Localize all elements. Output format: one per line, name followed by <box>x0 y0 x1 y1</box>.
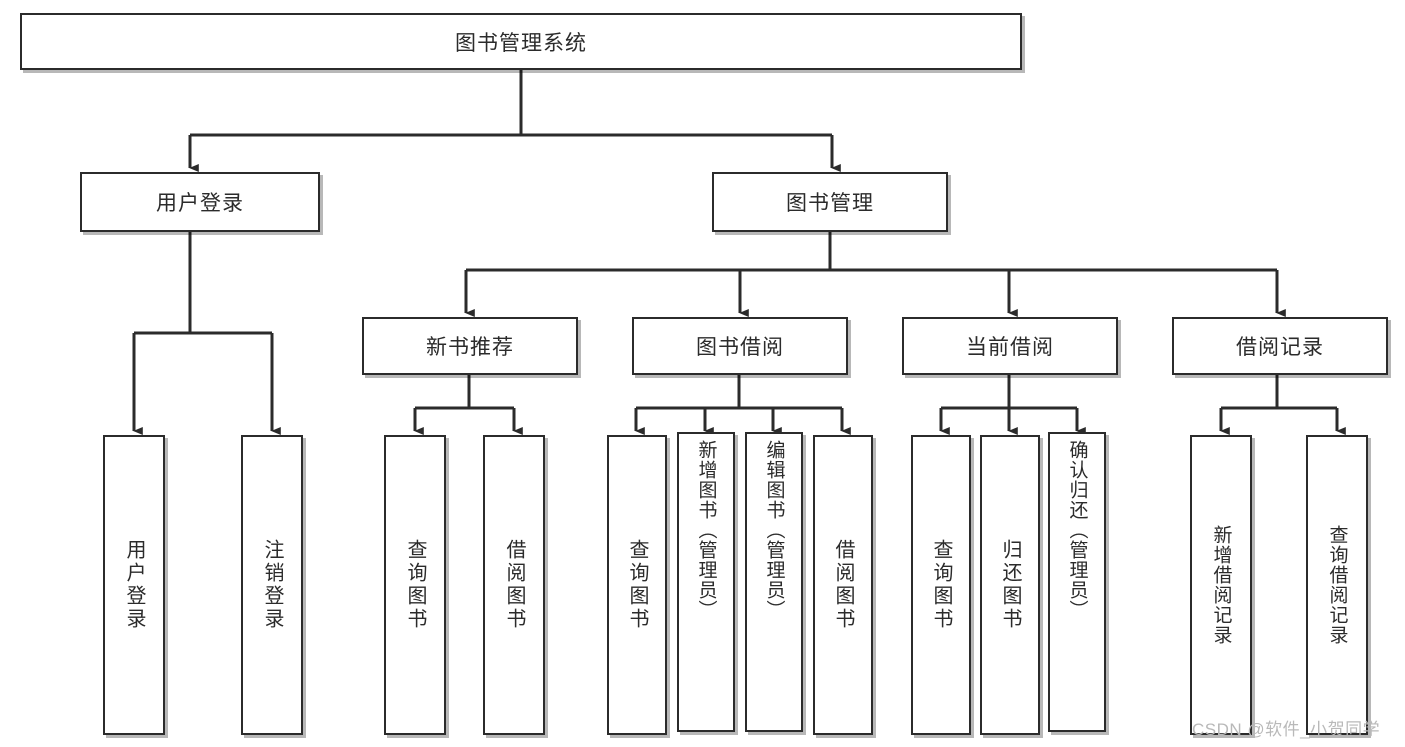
node-label: 借阅图书 <box>503 539 525 631</box>
leaf-user-login[interactable]: 用户登录 <box>103 435 165 735</box>
node-label: 查询图书 <box>930 539 952 631</box>
node-label: 用户登录 <box>156 192 244 215</box>
leaf-logout[interactable]: 注销登录 <box>241 435 303 735</box>
node-user-login[interactable]: 用户登录 <box>80 172 320 232</box>
node-label: 归还图书 <box>999 539 1021 631</box>
leaf-query-books-borrow[interactable]: 查询图书 <box>607 435 667 735</box>
node-label: 查询图书 <box>626 539 648 631</box>
leaf-return-books[interactable]: 归还图书 <box>980 435 1040 735</box>
watermark: CSDN @软件_小贺同学 <box>1192 720 1381 739</box>
node-root[interactable]: 图书管理系统 <box>20 13 1022 70</box>
node-label: 新增借阅记录 <box>1210 525 1232 645</box>
leaf-borrow-books-recommend[interactable]: 借阅图书 <box>483 435 545 735</box>
leaf-query-books-current[interactable]: 查询图书 <box>911 435 971 735</box>
node-label: 新书推荐 <box>426 336 514 359</box>
leaf-confirm-return-admin[interactable]: 确认归还（管理员） <box>1048 432 1106 732</box>
node-label: 当前借阅 <box>966 336 1054 359</box>
leaf-query-books-recommend[interactable]: 查询图书 <box>384 435 446 735</box>
node-label: 借阅记录 <box>1236 336 1324 359</box>
node-book-borrow[interactable]: 图书借阅 <box>632 317 848 375</box>
node-root-label: 图书管理系统 <box>455 31 587 55</box>
node-label: 查询图书 <box>404 539 426 631</box>
leaf-add-borrow-record[interactable]: 新增借阅记录 <box>1190 435 1252 735</box>
node-label: 用户登录 <box>123 539 145 631</box>
node-label: 确认归还（管理员） <box>1066 440 1088 620</box>
node-current-borrow[interactable]: 当前借阅 <box>902 317 1118 375</box>
leaf-edit-book-admin[interactable]: 编辑图书（管理员） <box>745 432 803 732</box>
node-borrow-records[interactable]: 借阅记录 <box>1172 317 1388 375</box>
node-label: 查询借阅记录 <box>1326 525 1348 645</box>
node-label: 图书借阅 <box>696 336 784 359</box>
node-label: 借阅图书 <box>832 539 854 631</box>
node-book-management[interactable]: 图书管理 <box>712 172 948 232</box>
leaf-add-book-admin[interactable]: 新增图书（管理员） <box>677 432 735 732</box>
node-label: 编辑图书（管理员） <box>763 440 785 620</box>
node-label: 图书管理 <box>786 192 874 215</box>
node-label: 新增图书（管理员） <box>695 440 717 620</box>
leaf-borrow-books[interactable]: 借阅图书 <box>813 435 873 735</box>
leaf-query-borrow-record[interactable]: 查询借阅记录 <box>1306 435 1368 735</box>
node-label: 注销登录 <box>261 539 283 631</box>
node-new-book-recommend[interactable]: 新书推荐 <box>362 317 578 375</box>
